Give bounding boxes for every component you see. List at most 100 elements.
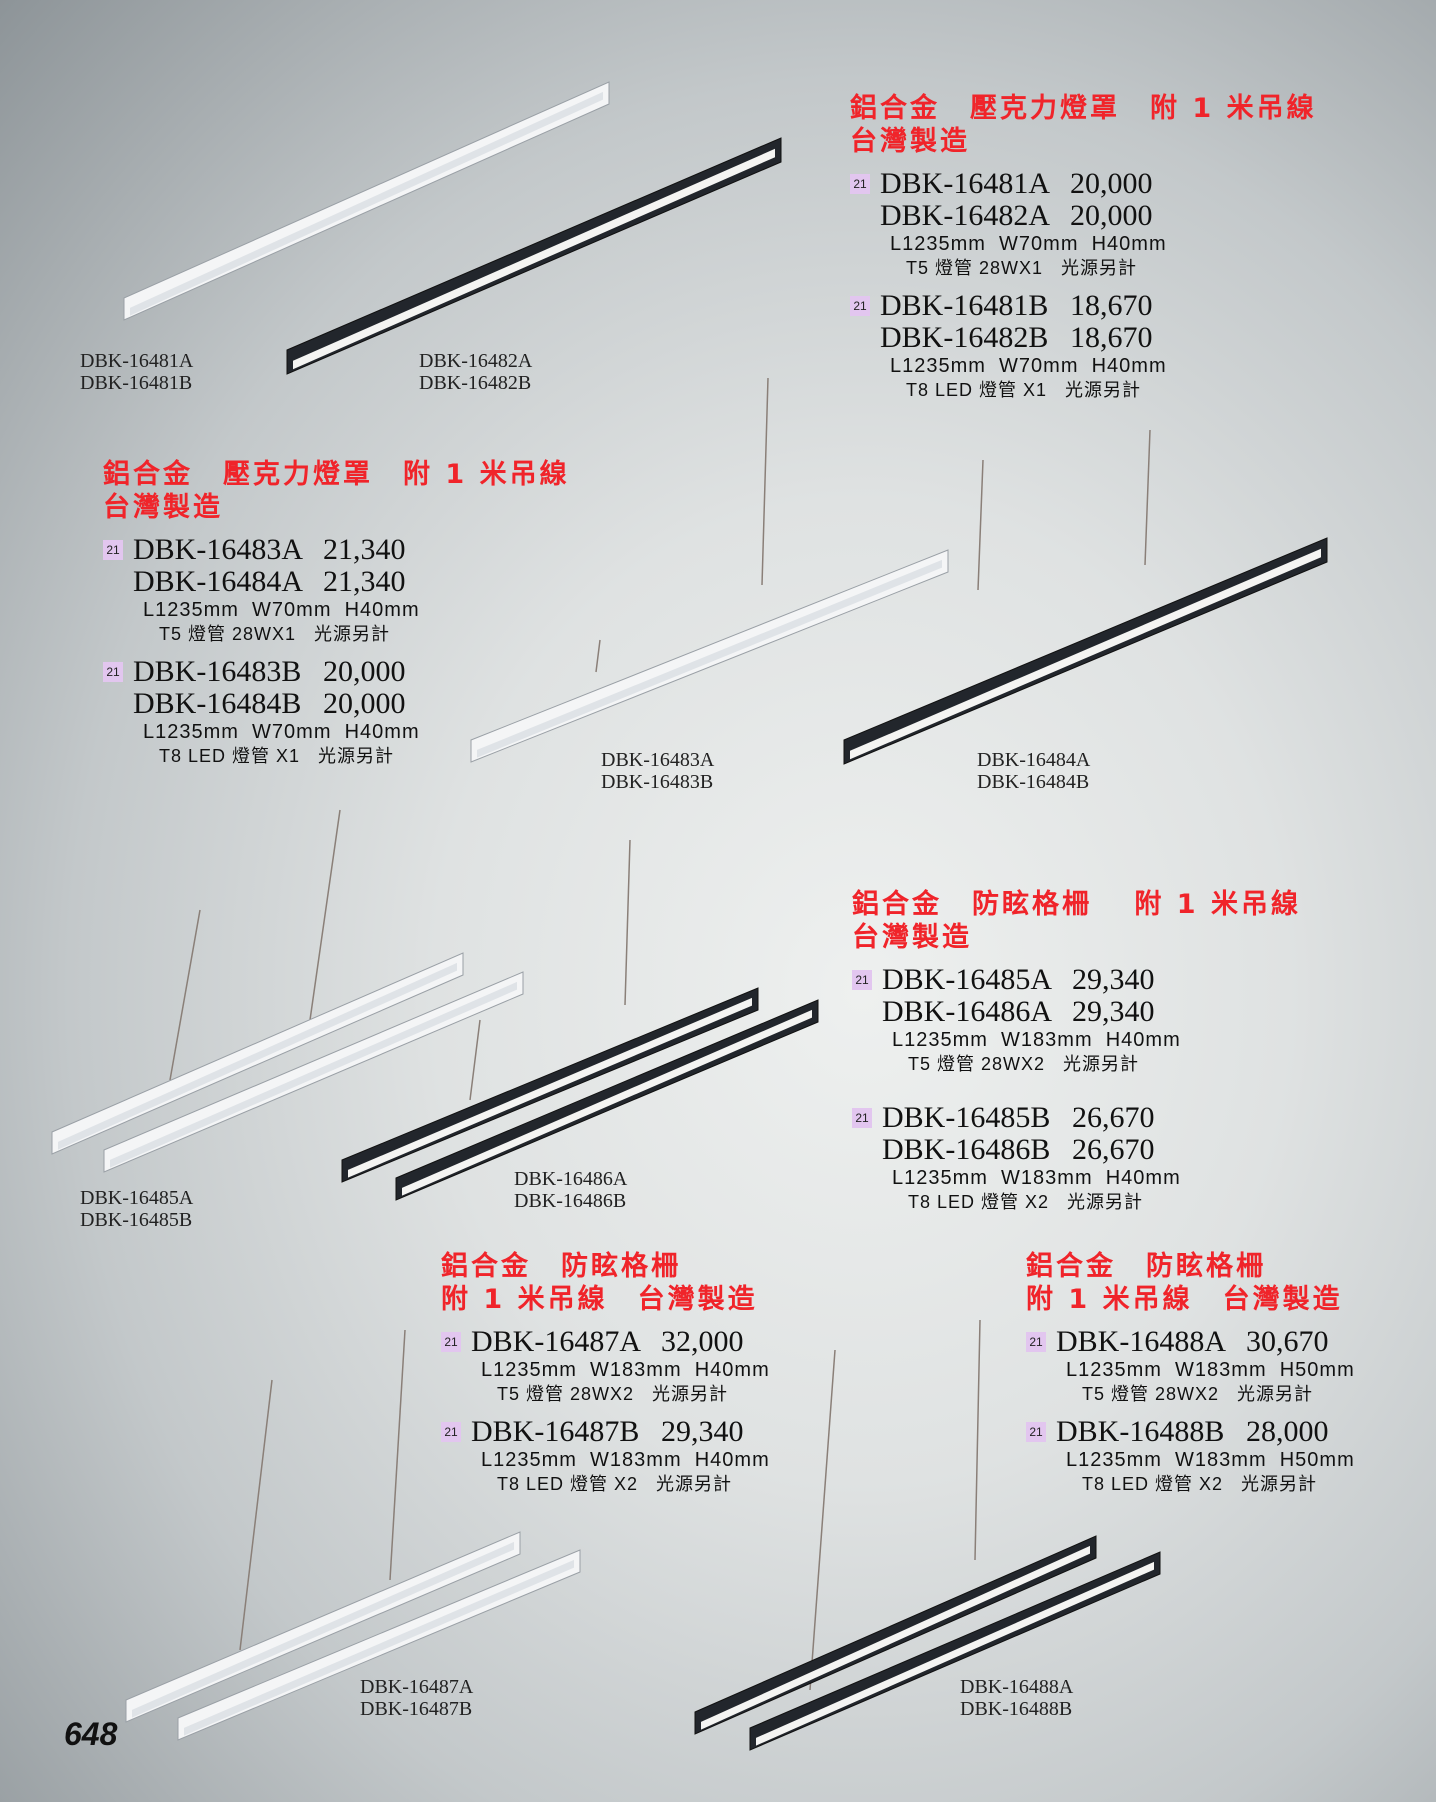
page-ref-badge: 21 (1026, 1332, 1046, 1352)
lamp-spec: T8 LED 燈管 X2 光源另計 (497, 1474, 733, 1494)
dimensions: L1235mm W183mm H40mm (481, 1449, 770, 1471)
photo-label-line: DBK-16482A (419, 350, 533, 372)
suspension-wire (469, 1019, 481, 1101)
model-row: DBK-16483B 20,000 (133, 656, 570, 688)
lamp-spec: T5 燈管 28WX2 光源另計 (908, 1054, 1140, 1074)
photo-label-line: DBK-16481A (80, 350, 194, 372)
lamp-spec: T8 LED 燈管 X2 光源另計 (1082, 1474, 1318, 1494)
suspension-wire (595, 639, 601, 673)
page-number: 648 (64, 1716, 118, 1752)
model-code: DBK-16485B (882, 1101, 1051, 1134)
model-code: DBK-16482B (880, 321, 1049, 354)
model-code: DBK-16484B (133, 687, 302, 720)
page-ref-badge: 21 (1026, 1422, 1046, 1442)
model-code: DBK-16487A (471, 1325, 641, 1358)
model-price: 20,000 (1070, 199, 1153, 232)
dimensions: L1235mm W70mm H40mm (143, 721, 420, 743)
model-code: DBK-16481A (880, 167, 1050, 200)
model-row: DBK-16486B 26,670 (882, 1134, 1301, 1166)
fixture-16485-b (103, 971, 524, 1173)
fixture-16486-a (341, 987, 759, 1183)
model-price: 28,000 (1246, 1415, 1329, 1448)
dimensions: L1235mm W183mm H40mm (892, 1029, 1181, 1051)
page-ref-badge: 21 (852, 970, 872, 990)
photo-label-line: DBK-16481B (80, 372, 193, 394)
photo-label-line: DBK-16483A (601, 749, 715, 771)
fixture-16485-a (51, 952, 464, 1155)
block-heading: 鋁合金 防眩格柵 附 1 米吊線 (852, 889, 1301, 920)
photo-label-line: DBK-16484A (977, 749, 1091, 771)
dimensions: L1235mm W183mm H50mm (1066, 1449, 1355, 1471)
photo-label-line: DBK-16485B (80, 1209, 193, 1231)
model-code: DBK-16483B (133, 655, 302, 688)
lamp-spec: T5 燈管 28WX1 光源另計 (906, 258, 1138, 278)
fixture-16484 (843, 537, 1328, 765)
page-ref-badge: 21 (850, 174, 870, 194)
dimensions: L1235mm W70mm H40mm (890, 233, 1167, 255)
suspension-wire (809, 1349, 836, 1691)
model-price: 20,000 (1070, 167, 1153, 200)
model-price: 32,000 (661, 1325, 744, 1358)
model-code: DBK-16485A (882, 963, 1052, 996)
model-price: 29,340 (1072, 963, 1155, 996)
fixture-16481 (123, 81, 610, 321)
suspension-wire (309, 809, 341, 1021)
model-row: DBK-16487A 32,000 (471, 1326, 770, 1358)
page-ref-badge: 21 (850, 296, 870, 316)
suspension-wire (624, 839, 631, 1006)
dimensions: L1235mm W183mm H40mm (481, 1359, 770, 1381)
lamp-spec: T5 燈管 28WX1 光源另計 (159, 624, 391, 644)
block-heading: 台灣製造 (850, 126, 970, 157)
block-heading: 台灣製造 (852, 922, 972, 953)
model-code: DBK-16486B (882, 1133, 1051, 1166)
model-price: 29,340 (1072, 995, 1155, 1028)
fixture-16487-b (177, 1549, 581, 1741)
suspension-wire (977, 459, 984, 591)
lamp-spec: T8 LED 燈管 X1 光源另計 (906, 380, 1142, 400)
model-price: 26,670 (1072, 1101, 1155, 1134)
fixture-16488-a (694, 1535, 1097, 1735)
fixture-16488-b (749, 1551, 1161, 1751)
lamp-spec: T5 燈管 28WX2 光源另計 (497, 1384, 729, 1404)
photo-label-line: DBK-16482B (419, 372, 532, 394)
dimensions: L1235mm W70mm H40mm (143, 599, 420, 621)
model-code: DBK-16488A (1056, 1325, 1226, 1358)
block-heading: 附 1 米吊線 台灣製造 (1026, 1284, 1343, 1315)
model-price: 20,000 (323, 687, 406, 720)
photo-label-line: DBK-16484B (977, 771, 1090, 793)
model-price: 26,670 (1072, 1133, 1155, 1166)
model-row: DBK-16485B 26,670 (882, 1102, 1301, 1134)
photo-label-line: DBK-16487A (360, 1676, 474, 1698)
photo-label-line: DBK-16485A (80, 1187, 194, 1209)
lamp-spec: T8 LED 燈管 X1 光源另計 (159, 746, 395, 766)
photo-label-line: DBK-16488B (960, 1698, 1073, 1720)
photo-label-line: DBK-16483B (601, 771, 714, 793)
model-price: 21,340 (323, 565, 406, 598)
photo-label-line: DBK-16486B (514, 1190, 627, 1212)
block-heading: 鋁合金 壓克力燈罩 附 1 米吊線 (103, 459, 570, 490)
model-price: 21,340 (323, 533, 406, 566)
model-price: 20,000 (323, 655, 406, 688)
model-price: 18,670 (1070, 289, 1153, 322)
suspension-wire (239, 1379, 273, 1651)
